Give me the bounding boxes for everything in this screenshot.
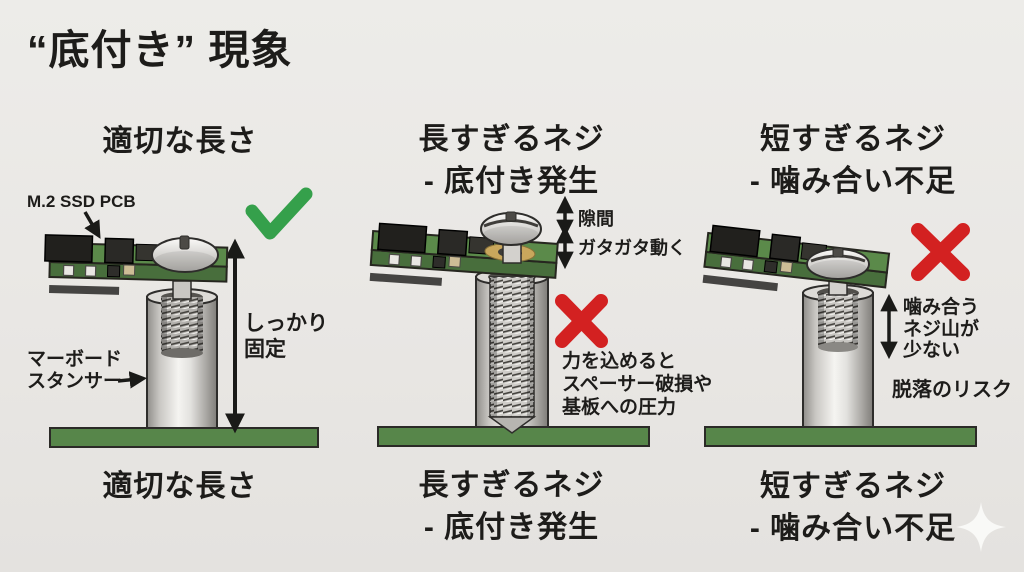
x-icon — [911, 223, 970, 281]
pcb-label-arrow — [83, 211, 101, 239]
page-title: “底付き” 現象 — [27, 27, 293, 73]
standoff-spacer — [146, 288, 218, 429]
m2-ssd-pcb-label: M.2 SSD PCB — [27, 192, 136, 211]
check-icon — [245, 187, 313, 240]
screw-head — [151, 235, 219, 273]
screw-head — [806, 247, 870, 280]
standoff-spacer — [802, 284, 874, 428]
standoff-label-arrow — [117, 371, 148, 389]
gap-label: 隙間 — [578, 209, 614, 229]
standoff-label: マーボード スタンサー — [27, 349, 123, 392]
firm-fix-label: しっかり 固定 — [244, 312, 328, 361]
too-long-illustration — [369, 195, 650, 447]
engagement-label: 噛み合う ネジ山が 少ない — [903, 297, 980, 361]
correct-length-illustration — [44, 187, 319, 448]
sparkle-icon — [956, 502, 1006, 552]
left-heading-line: 適切な長さ — [102, 125, 258, 158]
left-panel-heading: 適切な長さ — [10, 121, 350, 163]
falloff-risk-label: 脱落のリスク — [892, 379, 1012, 401]
too-long-screw-thread — [487, 276, 537, 434]
raised-screw-head — [480, 211, 542, 264]
left-panel-caption: 適切な長さ — [102, 470, 258, 503]
too-short-illustration — [702, 223, 977, 447]
motherboard-base-bar — [49, 427, 319, 448]
x-icon — [555, 294, 608, 348]
middle-panel-caption: 長すぎるネジ - 底付き発生 — [418, 469, 605, 544]
right-panel-heading: 短すぎるネジ - 噛み合い不足 — [749, 123, 957, 198]
force-warning-text: 力を込めると スペーサー破損や 基板への圧力 — [562, 351, 713, 418]
rattle-label: ガタガタ動く — [578, 238, 686, 258]
middle-panel-heading: 長すぎるネジ - 底付き発生 — [418, 123, 605, 198]
screw-shaft — [172, 280, 192, 300]
motherboard-base-bar — [704, 426, 977, 447]
right-panel-caption: 短すぎるネジ - 噛み合い不足 — [749, 470, 957, 545]
